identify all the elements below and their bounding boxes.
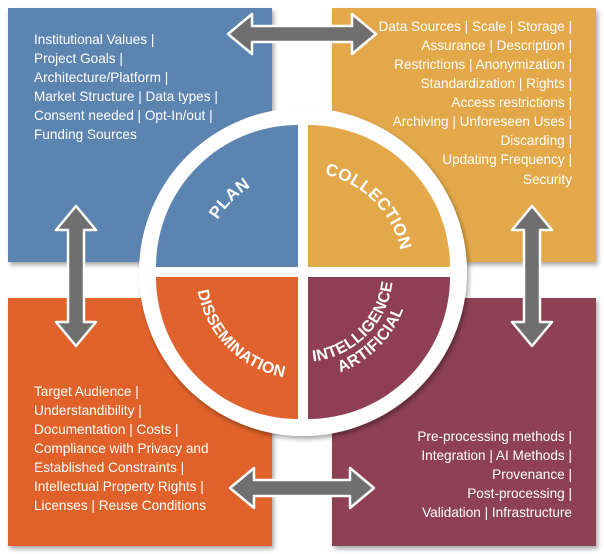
plan-line: Architecture/Platform | (34, 70, 168, 85)
ai-line: Validation | Infrastructure (422, 505, 572, 520)
collection-line: Assurance | Description | (421, 38, 572, 53)
collection-line: Standardization | Rights | (421, 76, 572, 91)
collection-line: Archiving | Unforeseen Uses | (393, 114, 572, 129)
dissemination-line: Compliance with Privacy and (34, 441, 209, 456)
plan-line: Project Goals | (34, 51, 123, 66)
dissemination-line: Documentation | Costs | (34, 422, 179, 437)
plan-line: Consent needed | Opt-In/out | (34, 108, 213, 123)
dissemination-panel-text: Target Audience | Understandibility | Do… (34, 384, 209, 513)
dissemination-line: Licenses | Reuse Conditions (34, 498, 206, 513)
right-double-arrow (510, 204, 554, 348)
collection-quadrant (308, 125, 450, 267)
ai-panel-text: Pre-processing methods | Integration | A… (417, 429, 572, 520)
ai-panel (332, 298, 596, 546)
plan-line: Institutional Values | (34, 32, 154, 47)
collection-line: Access restrictions | (451, 95, 572, 110)
dissemination-line: Understandibility | (34, 403, 142, 418)
center-ring (139, 108, 467, 436)
collection-line: Discarding | (500, 133, 572, 148)
plan-panel (8, 8, 272, 262)
collection-line: Data Sources | Scale | Storage | (379, 19, 572, 34)
dissemination-line: Intellectual Property Rights | (34, 479, 204, 494)
ai-line: Post-processing | (467, 486, 572, 501)
collection-line: Updating Frequency | (442, 152, 572, 167)
top-double-arrow (226, 12, 378, 56)
collection-line: Restrictions | Anonymization | (394, 57, 572, 72)
ai-line: Pre-processing methods | (417, 429, 572, 444)
dissemination-line: Target Audience | (34, 384, 139, 399)
collection-line: Security (523, 172, 572, 187)
ai-line: Integration | AI Methods | (421, 448, 572, 463)
left-double-arrow (54, 204, 98, 348)
collection-panel (332, 8, 596, 262)
collection-panel-text: Data Sources | Scale | Storage | Assuran… (379, 19, 573, 187)
plan-line: Funding Sources (34, 127, 137, 142)
dissemination-line: Established Constraints | (34, 460, 184, 475)
plan-line: Market Structure | Data types | (34, 89, 218, 104)
plan-quadrant (156, 125, 298, 267)
ai-line: Provenance | (492, 467, 572, 482)
bottom-double-arrow (228, 466, 376, 510)
dissemination-panel (8, 298, 272, 546)
plan-panel-text: Institutional Values | Project Goals | A… (34, 32, 218, 142)
ai-quadrant (308, 277, 450, 419)
dissemination-quadrant (156, 277, 298, 419)
